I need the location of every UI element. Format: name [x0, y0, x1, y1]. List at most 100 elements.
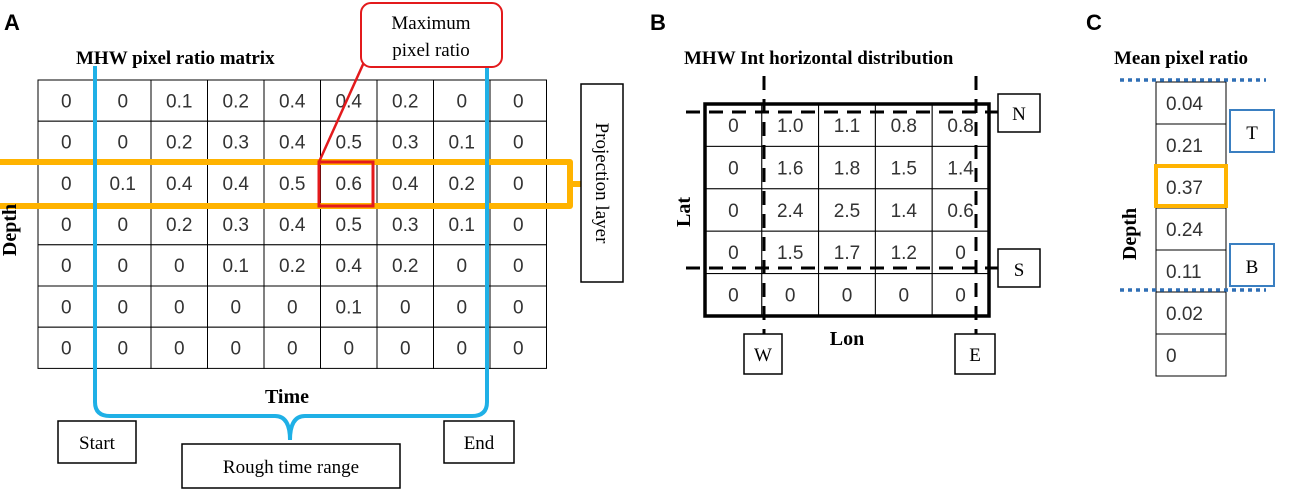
rough-time-range-label: Rough time range — [223, 457, 359, 478]
pixel-ratio-cell — [489, 203, 547, 246]
mean-ratio-cell — [1155, 291, 1227, 335]
mean-ratio-cell — [1155, 249, 1227, 293]
pixel-ratio-value: 0 — [513, 215, 524, 236]
intensity-value: 0 — [899, 286, 910, 307]
mean-ratio-value: 0.11 — [1166, 262, 1202, 283]
intensity-value: 0.8 — [891, 116, 917, 137]
west-label: W — [754, 345, 772, 366]
pixel-ratio-cell — [376, 285, 434, 328]
panel-c-title: Mean pixel ratio — [1114, 48, 1248, 69]
rough-time-range-box — [181, 443, 401, 489]
pixel-ratio-value: 0 — [230, 297, 241, 318]
panel-c-depth-label: Depth — [1119, 208, 1141, 260]
pixel-ratio-value: 0 — [400, 339, 411, 360]
panel-a-time-label: Time — [265, 386, 309, 408]
pixel-ratio-cell — [376, 79, 434, 122]
pixel-ratio-cell — [489, 79, 547, 122]
pixel-ratio-value: 0.1 — [166, 91, 192, 112]
projection-layer-box — [580, 83, 624, 283]
intensity-cell — [818, 188, 876, 232]
intensity-value: 0 — [955, 286, 966, 307]
panel-b-title: MHW Int horizontal distribution — [684, 48, 954, 69]
bottom-box — [1229, 243, 1275, 287]
pixel-ratio-value: 0.3 — [392, 215, 418, 236]
intensity-value: 1.4 — [947, 158, 974, 179]
pixel-ratio-cell — [207, 203, 265, 246]
bottom-label: B — [1246, 257, 1259, 278]
pixel-ratio-value: 0 — [287, 339, 298, 360]
pixel-ratio-value: 0.4 — [166, 174, 193, 195]
pixel-ratio-cell — [37, 326, 95, 369]
pixel-ratio-value: 0 — [456, 91, 467, 112]
mean-pixel-ratio-column: 0.040.210.370.240.110.020 — [1155, 81, 1227, 377]
pixel-ratio-cell — [489, 161, 547, 205]
mean-ratio-value: 0.04 — [1166, 94, 1203, 115]
intensity-value: 0 — [728, 286, 739, 307]
pixel-ratio-value: 0 — [513, 133, 524, 154]
max-pixel-ratio-cell — [317, 160, 375, 208]
lat-label: Lat — [673, 197, 695, 227]
mean-ratio-cell — [1155, 123, 1227, 167]
intensity-cell — [931, 230, 990, 275]
intensity-value: 0 — [728, 243, 739, 264]
pixel-ratio-value: 0.1 — [223, 256, 249, 277]
mean-ratio-cell — [1155, 207, 1227, 251]
callout-pointer — [317, 59, 367, 163]
pixel-ratio-value: 0 — [456, 339, 467, 360]
intensity-cell — [931, 273, 990, 317]
intensity-cell — [761, 145, 820, 190]
pixel-ratio-cell — [150, 244, 208, 287]
intensity-value: 1.6 — [777, 158, 803, 179]
pixel-ratio-cell — [433, 285, 491, 328]
intensity-value: 1.5 — [777, 243, 803, 264]
projection-layer-mean-highlight — [1154, 164, 1228, 208]
pixel-ratio-value: 0 — [117, 133, 128, 154]
mean-ratio-value: 0.02 — [1166, 304, 1203, 325]
intensity-value: 1.2 — [891, 243, 917, 264]
pixel-ratio-value: 0 — [400, 297, 411, 318]
intensity-cell — [818, 145, 876, 190]
pixel-ratio-value: 0.2 — [449, 174, 475, 195]
pixel-ratio-cell — [94, 326, 152, 369]
panel-a-letter: A — [4, 10, 20, 35]
intensity-value: 1.0 — [777, 116, 803, 137]
horizontal-distribution-frame — [703, 102, 991, 318]
panel-b-letter: B — [650, 10, 666, 35]
intensity-value: 0 — [785, 286, 796, 307]
intensity-cell — [704, 188, 763, 232]
start-label: Start — [79, 433, 116, 454]
pixel-ratio-value: 0.2 — [279, 256, 305, 277]
pixel-ratio-value: 0.3 — [392, 133, 418, 154]
pixel-ratio-value: 0.3 — [223, 133, 249, 154]
intensity-value: 0 — [955, 243, 966, 264]
panel-a-title: MHW pixel ratio matrix — [76, 48, 275, 69]
intensity-value: 2.5 — [834, 201, 860, 222]
pixel-ratio-value: 0.1 — [449, 133, 475, 154]
pixel-ratio-value: 0 — [61, 215, 72, 236]
intensity-value: 0 — [728, 158, 739, 179]
pixel-ratio-value: 0.1 — [110, 174, 136, 195]
pixel-ratio-cell — [150, 79, 208, 122]
panel-b: B MHW Int horizontal distribution 0 1.0 1.… — [650, 10, 1041, 375]
pixel-ratio-value: 0 — [513, 339, 524, 360]
pixel-ratio-cell — [94, 120, 152, 163]
pixel-ratio-value: 0 — [61, 133, 72, 154]
top-box — [1229, 109, 1275, 153]
pixel-ratio-value: 0 — [287, 297, 298, 318]
pixel-ratio-value: 0.2 — [166, 215, 192, 236]
pixel-ratio-cell — [263, 326, 321, 369]
mean-ratio-cell — [1155, 165, 1227, 209]
pixel-ratio-value: 0.4 — [279, 133, 306, 154]
pixel-ratio-cell — [433, 244, 491, 287]
intensity-value: 0 — [728, 116, 739, 137]
start-box — [57, 420, 137, 464]
pixel-ratio-cell — [150, 120, 208, 163]
pixel-ratio-value: 0.2 — [223, 91, 249, 112]
pixel-ratio-cell — [433, 79, 491, 122]
intensity-cell — [761, 273, 820, 317]
pixel-ratio-cell — [263, 203, 321, 246]
east-label: E — [969, 345, 981, 366]
pixel-ratio-cell — [263, 120, 321, 163]
intensity-value: 1.7 — [834, 243, 860, 264]
